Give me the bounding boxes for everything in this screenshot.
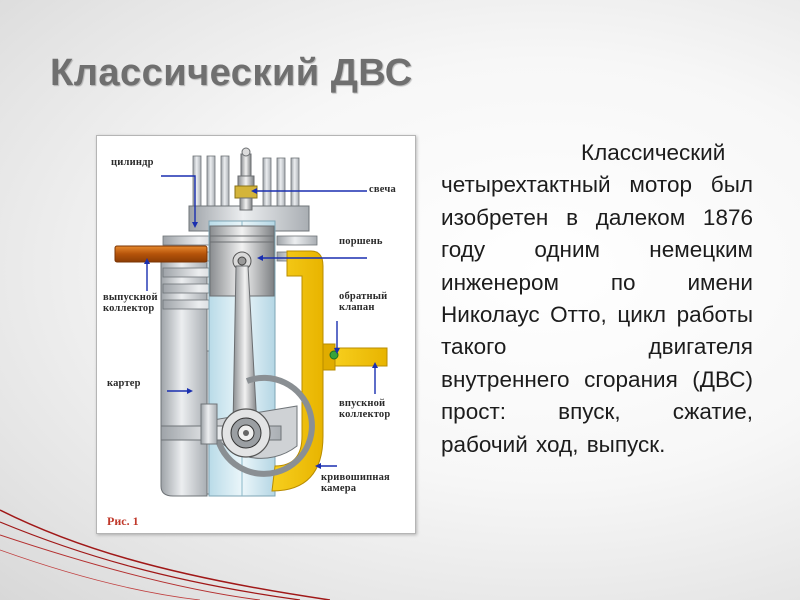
label-crankcase: картер <box>107 378 141 389</box>
decorative-stripes <box>0 509 330 600</box>
label-cylinder: цилиндр <box>111 157 154 168</box>
spark-plug <box>234 147 258 211</box>
label-intake: впускной коллектор <box>339 398 391 420</box>
slide-title: Классический ДВС <box>50 52 413 94</box>
check-valve <box>329 350 339 360</box>
slide-body-text: Классический четырехтактный мотор был из… <box>441 140 753 457</box>
label-spark-plug: свеча <box>369 184 396 195</box>
pointer-arrows <box>144 188 378 469</box>
label-exhaust: выпускной коллектор <box>103 292 158 314</box>
engine-illustration <box>114 147 388 497</box>
pointer-lines <box>146 175 376 467</box>
label-crank-chamber: кривошипная камера <box>321 472 390 494</box>
engine-diagram: цилиндр свеча поршень выпускной коллекто… <box>96 135 416 534</box>
intake-pipe <box>332 347 388 367</box>
figure-caption: Рис. 1 <box>107 514 139 528</box>
label-check-valve: обратный клапан <box>339 291 388 313</box>
exhaust-pipe <box>114 245 208 263</box>
label-piston: поршень <box>339 236 383 247</box>
